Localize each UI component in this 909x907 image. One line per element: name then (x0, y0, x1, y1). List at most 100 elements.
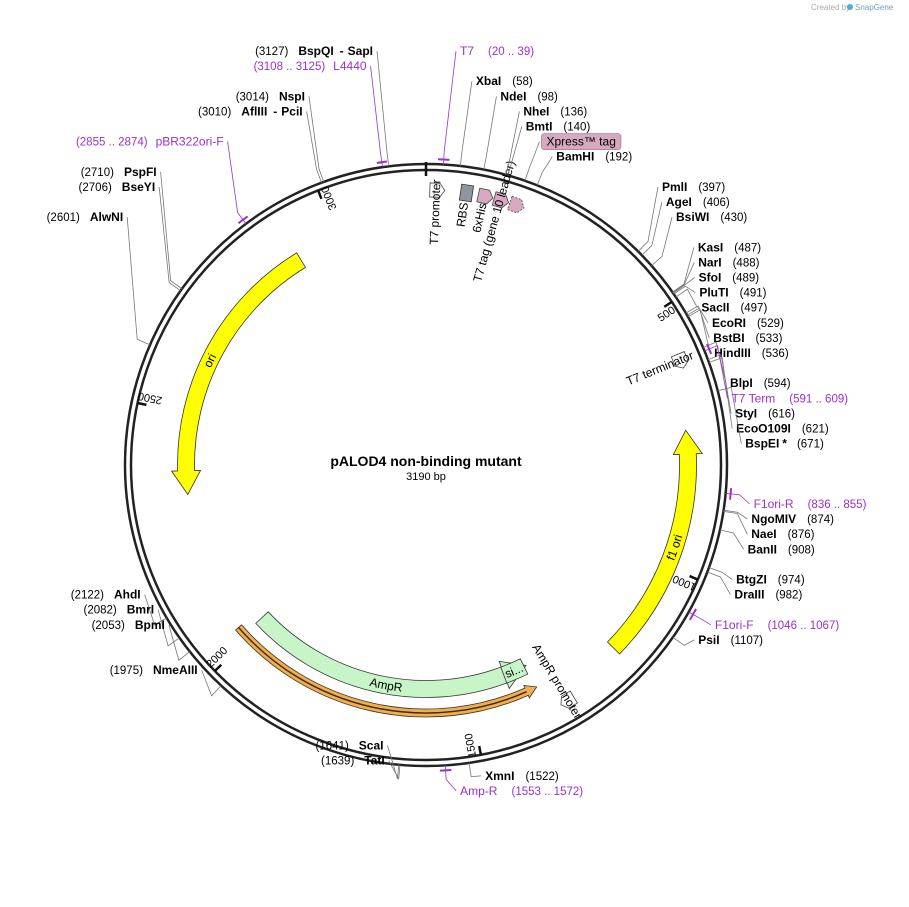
site-sacii[interactable]: SacII(497) (675, 288, 768, 315)
primer-t7-term[interactable]: T7 Term(591 .. 609) (704, 343, 849, 405)
site-position: (1107) (731, 635, 764, 647)
feature-tag-xpress-tag[interactable]: Xpress™ tag (524, 133, 622, 181)
small-feature-t7-tag-gene-10-leader[interactable] (491, 191, 510, 210)
site-naei[interactable]: NaeI(876) (723, 510, 815, 541)
primer-f1ori-r[interactable]: F1ori-R(836 .. 855) (725, 488, 867, 511)
leader-line (306, 111, 322, 183)
credit-brand: SnapGene (855, 3, 894, 12)
small-feature-xpress-tag-m05[interactable] (506, 195, 526, 214)
site-name: NheI (523, 104, 549, 118)
site-hindiii[interactable]: HindIII(536) (687, 309, 789, 360)
small-feature-rbs[interactable] (458, 183, 475, 203)
site-sfoi[interactable]: SfoI(489) (672, 271, 759, 294)
site-position: (1975) (110, 665, 143, 677)
site-position: (2706) (79, 182, 112, 194)
site-ecori[interactable]: EcoRI(529) (685, 305, 784, 330)
site-position: (908) (788, 544, 815, 556)
site-name: NdeI (500, 89, 526, 103)
site-ahdi[interactable]: AhdI(2122) (71, 588, 167, 626)
site-name: SacII (701, 301, 729, 315)
site-bmri[interactable]: BmrI(2082) (84, 603, 180, 647)
site-alwni[interactable]: AlwNI(2601) (47, 210, 151, 346)
site-bspei[interactable]: BspEI*(671) (717, 386, 824, 451)
site-bsiwi[interactable]: BsiWI(430) (651, 210, 748, 266)
site-name: StyI (735, 406, 757, 420)
feature-ampr-f03[interactable]: AmpR (255, 611, 528, 698)
site-nspi[interactable]: NspI(3014) (236, 89, 325, 183)
site-pmli[interactable]: PmlI(397) (637, 180, 725, 252)
small-feature-ampr-promoter[interactable] (557, 690, 578, 711)
feature-f1-ori-f02[interactable]: f1 ori (606, 429, 703, 655)
feature-highlight-f05[interactable] (234, 624, 538, 718)
site-styi[interactable]: StyI (616) (707, 354, 795, 421)
primer-amp-r[interactable]: Amp-R(1553 .. 1572) (439, 765, 583, 798)
feature-si-f04[interactable]: si... (500, 658, 529, 684)
small-feature-t7-terminator[interactable] (670, 351, 690, 371)
primer-l4440[interactable]: L4440(3108 .. 3125) (254, 59, 388, 168)
site-name: BsiWI (676, 210, 709, 224)
small-feature-label: AmpR promoter (529, 641, 585, 721)
site-bamhi[interactable]: BamHI(192) (536, 150, 632, 186)
site-position: (876) (788, 529, 815, 541)
site-banii[interactable]: BanII(908) (719, 529, 815, 556)
site-blpi[interactable]: BlpI(594) (702, 341, 791, 390)
backbone-ring (123, 162, 729, 768)
site-xbai[interactable]: XbaI(58) (459, 74, 533, 167)
site-position: (616) (768, 408, 795, 420)
small-feature-t7-promoter[interactable] (429, 182, 446, 198)
site-xmni[interactable]: XmnI(1522) (468, 762, 559, 783)
site-agei[interactable]: AgeI(406) (641, 195, 730, 256)
leader-line (708, 567, 733, 580)
site-name: BpmI (135, 618, 165, 632)
site-nhei[interactable]: NheI(136) (505, 104, 588, 175)
site-pspfi[interactable]: PspFI(2710) (81, 165, 183, 290)
primer-name: T7 Term (731, 391, 775, 405)
tick-label-1000: 1000 (671, 572, 698, 593)
primer-name: Amp-R (460, 784, 498, 798)
site-bmti[interactable]: BmtI(140) (507, 120, 591, 176)
leader-line (227, 141, 247, 225)
site-psii[interactable]: PsiI(1107) (672, 633, 764, 647)
site-afliii[interactable]: PciI-AflIII(3010) (198, 104, 322, 183)
site-name: HindIII (714, 346, 751, 360)
site-nari[interactable]: NarI(488) (672, 255, 760, 293)
site-ecoo109i[interactable]: EcoO109I(621) (708, 357, 829, 436)
site-kasi[interactable]: KasI(487) (672, 240, 761, 293)
primer-name: F1ori-F (715, 618, 754, 632)
feature-shape (500, 658, 529, 684)
primer-f1ori-f[interactable]: F1ori-F(1046 .. 1067) (688, 608, 840, 632)
primer-name: T7 (460, 44, 474, 58)
site-bspqi[interactable]: SapI-BspQI(3127) (255, 44, 390, 167)
site-btgzi[interactable]: BtgZI(974) (708, 567, 805, 587)
feature-ori-f01[interactable]: ori (170, 252, 307, 496)
site-name: BlpI (730, 376, 753, 390)
tick-mark-3000 (316, 189, 323, 200)
site-position: (397) (698, 182, 725, 194)
primer-pbr322ori-f[interactable]: pBR322ori-F(2855 .. 2874) (76, 135, 249, 225)
site-bseyi[interactable]: BseYI(2706) (79, 180, 181, 292)
credit-text: Created by (811, 3, 850, 12)
site-draiii[interactable]: DraIII(982) (707, 571, 802, 602)
leader-line (672, 277, 695, 294)
tag-box (541, 133, 622, 151)
leader-line (201, 669, 222, 697)
site-tati[interactable]: TatI(1639) (321, 754, 401, 781)
site-name: BstBI (713, 331, 744, 345)
site-name: BmrI (127, 603, 154, 617)
feature-shape (234, 624, 538, 718)
site-ndei[interactable]: NdeI(98) (483, 89, 558, 170)
feature-shape (606, 429, 703, 655)
primer-range: (20 .. 39) (488, 46, 534, 58)
small-feature-6xhis[interactable] (476, 187, 495, 205)
site-ngomiv[interactable]: NgoMIV(874) (723, 509, 835, 526)
site-bstbi[interactable]: BstBI(533) (686, 307, 783, 345)
site-scai[interactable]: ScaI(1641) (316, 739, 400, 779)
leader-line (672, 262, 695, 293)
primer-range: (836 .. 855) (808, 499, 867, 511)
site-bpmi[interactable]: BpmI(2053) (92, 618, 191, 661)
site-pluti[interactable]: PluTI(491) (673, 286, 767, 300)
site-nmeaiii[interactable]: NmeAIII(1975) (110, 663, 222, 697)
primer-t7[interactable]: T7 (20 .. 39) (438, 44, 534, 165)
leader-line (144, 594, 167, 626)
leader-line (688, 611, 712, 626)
